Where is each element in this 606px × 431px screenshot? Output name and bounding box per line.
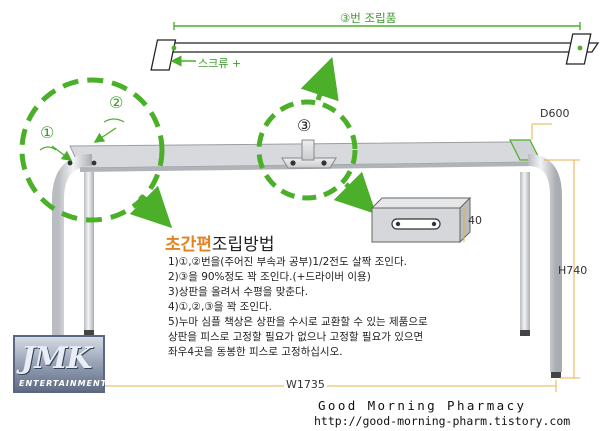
instructions-steps: 1)①,②번을(주어진 부속과 공부)1/2전도 살짝 조인다. 2)③을 90… <box>168 255 428 360</box>
instruction-step: 3)상판을 올려서 수평을 맞춘다. <box>168 286 309 298</box>
table-legs <box>52 154 562 378</box>
brand-logo: JMK ENTERTAINMENT <box>13 335 108 393</box>
instruction-step: 2)③을 90%정도 꽉 조인다.(+드라이버 이용) <box>168 271 371 283</box>
callout-circle-right <box>256 57 377 215</box>
callout-circle-left <box>19 77 173 229</box>
depth-dimension-label: D600 <box>540 107 570 120</box>
callout-number-3: ③ <box>297 116 312 135</box>
instructions-title-accent: 초간편 <box>165 235 212 255</box>
height-dimension-label: H740 <box>558 264 588 277</box>
width-dimension-label: W1735 <box>284 378 327 391</box>
edge-detail-block <box>370 196 472 244</box>
instruction-step: 4)①,②,③을 꽉 조인다. <box>168 301 273 313</box>
instruction-step: 상판을 피스로 고정할 필요가 없으나 고정할 필요가 있으면 <box>168 331 424 343</box>
top-assembly-label: ③번 조립품 <box>340 11 397 25</box>
instructions-title: 초간편조립방법 <box>165 230 274 255</box>
top-assembly-bar <box>150 22 600 71</box>
instruction-step: 5)누마 심플 책상은 상판을 수시로 교환할 수 있는 제품으로 <box>168 316 428 328</box>
instructions-title-rest: 조립방법 <box>211 235 275 255</box>
logo-subtitle: ENTERTAINMENT <box>19 379 108 388</box>
edge-dimension-label: 40 <box>468 214 482 227</box>
logo-wordmark: JMK <box>21 341 92 376</box>
callout-number-2: ② <box>109 93 124 112</box>
instruction-step: 1)①,②번을(주어진 부속과 공부)1/2전도 살짝 조인다. <box>168 256 407 268</box>
footer-url[interactable]: http://good-morning-pharm.tistory.com <box>314 414 571 428</box>
screw-label: 스크류 + <box>198 57 242 70</box>
instruction-step: 좌우4곳을 동봉한 피스로 고정하십시오. <box>168 346 343 358</box>
footer-title: Good Morning Pharmacy <box>318 398 527 413</box>
callout-number-1: ① <box>40 123 55 142</box>
